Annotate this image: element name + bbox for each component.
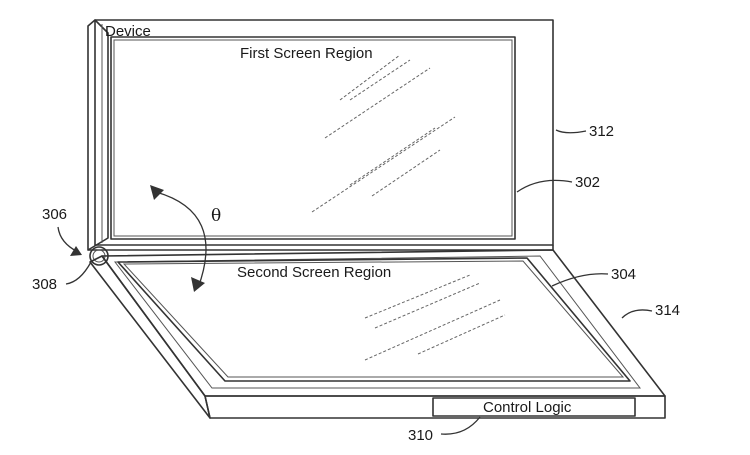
- second-screen-label: Second Screen Region: [237, 264, 391, 281]
- ref-308: 308: [32, 276, 57, 293]
- ref-304: 304: [611, 266, 636, 283]
- ref-312: 312: [589, 123, 614, 140]
- angle-label: θ: [211, 206, 221, 226]
- first-screen-label: First Screen Region: [240, 45, 373, 62]
- control-logic-label: Control Logic: [483, 399, 572, 416]
- leader-lines: [58, 130, 652, 434]
- first-screen-region: [111, 37, 515, 239]
- ref-302: 302: [575, 174, 600, 191]
- ref-310: 310: [408, 427, 433, 444]
- device-label: Device: [105, 23, 151, 40]
- ref-306: 306: [42, 206, 67, 223]
- ref-314: 314: [655, 302, 680, 319]
